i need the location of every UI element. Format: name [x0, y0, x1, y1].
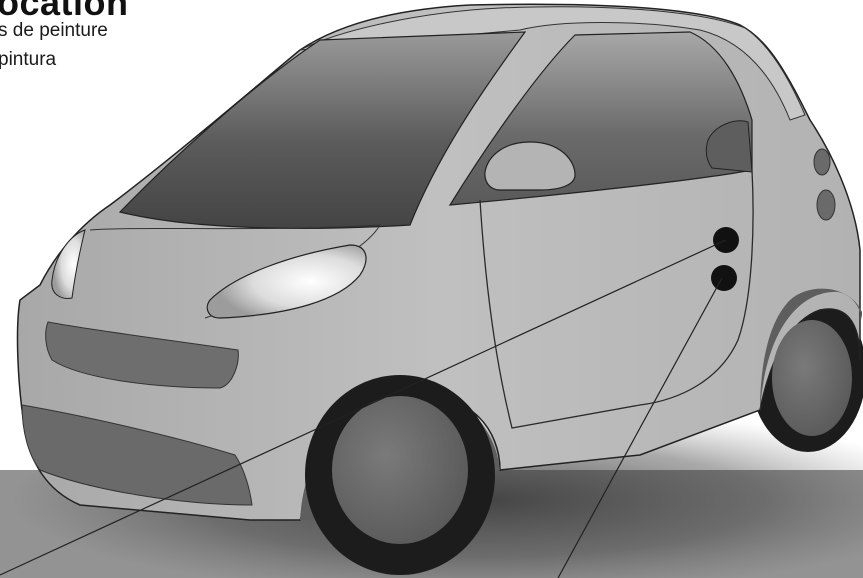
rear-hub [772, 320, 852, 436]
subtitle-spanish: pintura [0, 49, 56, 71]
front-hub [332, 396, 468, 544]
rear-light-lower [817, 190, 835, 220]
paint-location-marker-lower [711, 265, 737, 291]
rear-light-upper [814, 149, 830, 175]
subtitle-french: s de peinture [0, 20, 108, 42]
